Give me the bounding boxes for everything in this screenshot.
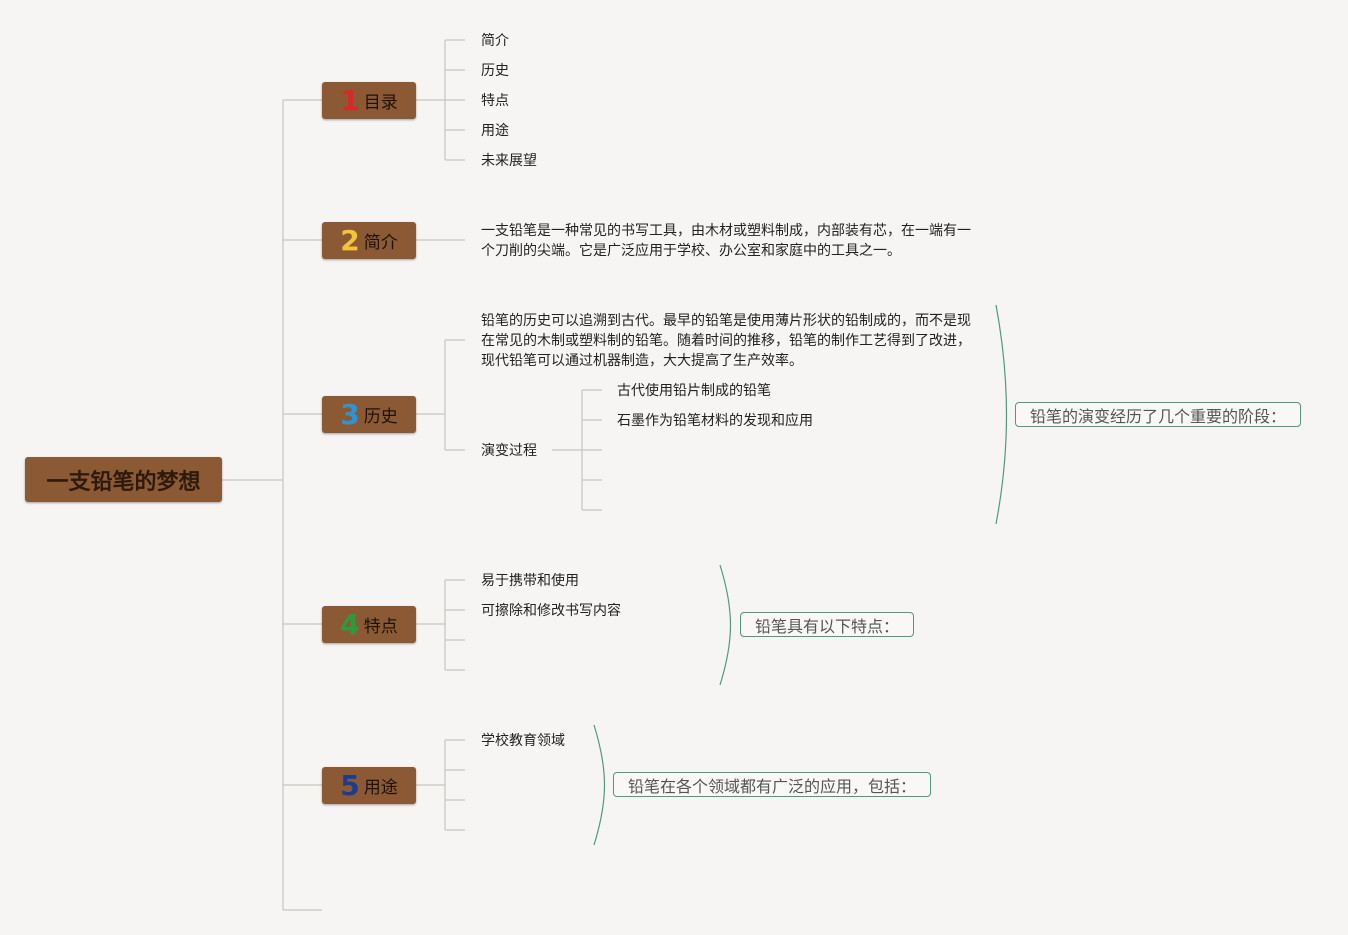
topic-label: 用途 [363, 778, 398, 798]
toc-item[interactable]: 历史 [481, 63, 509, 79]
history-summary[interactable]: 铅笔的演变经历了几个重要的阶段： [1015, 402, 1302, 427]
topic-history[interactable]: 3 历史 [322, 396, 416, 433]
toc-item[interactable]: 未来展望 [481, 153, 537, 169]
number-4-icon: 4 [340, 607, 360, 641]
evolution-label[interactable]: 演变过程 [481, 443, 537, 459]
topic-label: 历史 [363, 407, 398, 427]
topic-label: 简介 [363, 233, 398, 253]
topic-label: 特点 [363, 617, 398, 637]
uses-summary[interactable]: 铅笔在各个领域都有广泛的应用，包括： [613, 772, 932, 797]
feature-item[interactable]: 易于携带和使用 [481, 573, 579, 589]
topic-toc[interactable]: 1 目录 [322, 82, 416, 119]
summary-text: 铅笔的演变经历了几个重要的阶段： [1030, 406, 1287, 426]
summary-text: 铅笔具有以下特点： [755, 616, 900, 636]
toc-item[interactable]: 简介 [481, 33, 509, 49]
number-1-icon: 1 [340, 83, 360, 117]
features-summary-brace [719, 564, 732, 686]
features-summary[interactable]: 铅笔具有以下特点： [740, 612, 915, 637]
feature-item[interactable]: 可擦除和修改书写内容 [481, 603, 621, 619]
number-3-icon: 3 [340, 397, 360, 431]
root-title: 一支铅笔的梦想 [46, 469, 201, 495]
topic-label: 目录 [363, 93, 398, 113]
root-topic[interactable]: 一支铅笔的梦想 [25, 457, 222, 502]
intro-text[interactable]: 一支铅笔是一种常见的书写工具，由木材或塑料制成，内部装有芯，在一端有一个刀削的尖… [481, 223, 971, 259]
topic-features[interactable]: 4 特点 [322, 606, 416, 643]
use-item[interactable]: 学校教育领域 [481, 733, 565, 749]
history-summary-brace [995, 304, 1008, 525]
summary-text: 铅笔在各个领域都有广泛的应用，包括： [628, 776, 917, 796]
toc-item[interactable]: 特点 [481, 93, 509, 109]
evolution-item[interactable]: 石墨作为铅笔材料的发现和应用 [617, 413, 813, 429]
uses-summary-brace [593, 724, 606, 846]
evolution-item[interactable]: 古代使用铅片制成的铅笔 [617, 383, 771, 399]
number-2-icon: 2 [340, 223, 360, 257]
toc-item[interactable]: 用途 [481, 123, 509, 139]
topic-intro[interactable]: 2 简介 [322, 222, 416, 259]
history-text[interactable]: 铅笔的历史可以追溯到古代。最早的铅笔是使用薄片形状的铅制成的，而不是现在常见的木… [481, 313, 971, 369]
number-5-icon: 5 [340, 768, 360, 802]
topic-uses[interactable]: 5 用途 [322, 767, 416, 804]
